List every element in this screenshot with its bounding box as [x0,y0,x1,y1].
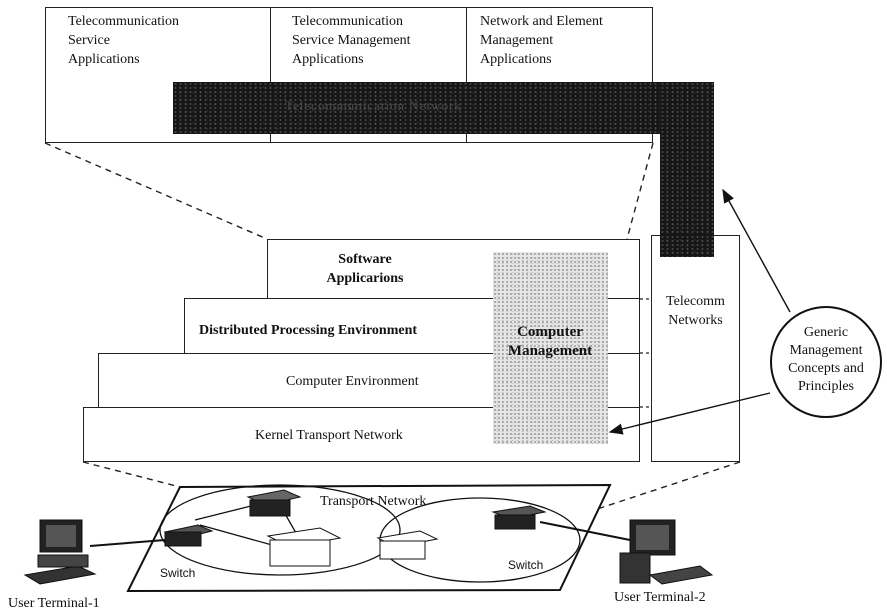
link-user2 [539,521,631,541]
tn-band-horizontal [173,82,714,134]
dash-top-left [44,142,268,240]
computer-management-column [493,252,608,444]
dash-top-right [626,142,654,240]
switch-right-label: Switch [508,558,544,572]
ring-left [159,484,401,576]
top-divider-1 [270,7,271,143]
switch-left-label: Switch [160,566,196,580]
ring-right [379,497,581,583]
transport-platform [126,483,612,593]
node-center-icon [266,527,342,567]
tn-band-label: Telecommunication Network [285,98,462,113]
kernel-label: Kernel Transport Network [255,428,403,443]
switch-left-icon [163,524,214,547]
generic-management-label: Generic Management Concepts and Principl… [788,325,864,394]
user-terminal-1-icon [23,519,97,585]
telecom-networks-label: Telecomm Networks [666,294,725,328]
software-label: Software Applicarions [326,252,404,286]
user-terminal-1-label: User Terminal-1 [8,596,100,611]
node-top-icon [246,489,302,517]
generic-management-circle [770,306,882,418]
node-middle-icon [376,530,439,560]
transport-network-label: Transport Network [320,494,427,509]
tn-band-cap [660,235,714,257]
tsma-label: Telecommunication Service Management App… [292,14,411,67]
dash-bottom-left [82,461,181,488]
dpe-label: Distributed Processing Environment [199,323,418,338]
user-terminal-2-label: User Terminal-2 [614,590,706,605]
tn-band-vertical [660,82,714,257]
computer-env-label: Computer Environment [286,374,419,389]
dash-bottom-right [569,461,741,519]
user-terminal-2-icon [619,519,714,585]
arrow-to-kernel [608,392,771,435]
switch-right-icon [491,505,547,530]
top-divider-2 [466,7,467,143]
link-a [194,504,256,521]
nema-label: Network and Element Management Applicati… [480,14,603,67]
arrow-to-band [722,188,791,313]
computer-management-label: Computer Management [507,324,593,359]
telecom-networks-box [651,235,740,462]
link-user1 [89,539,166,547]
tsa-label: Telecommunication Service Applications [68,14,179,67]
